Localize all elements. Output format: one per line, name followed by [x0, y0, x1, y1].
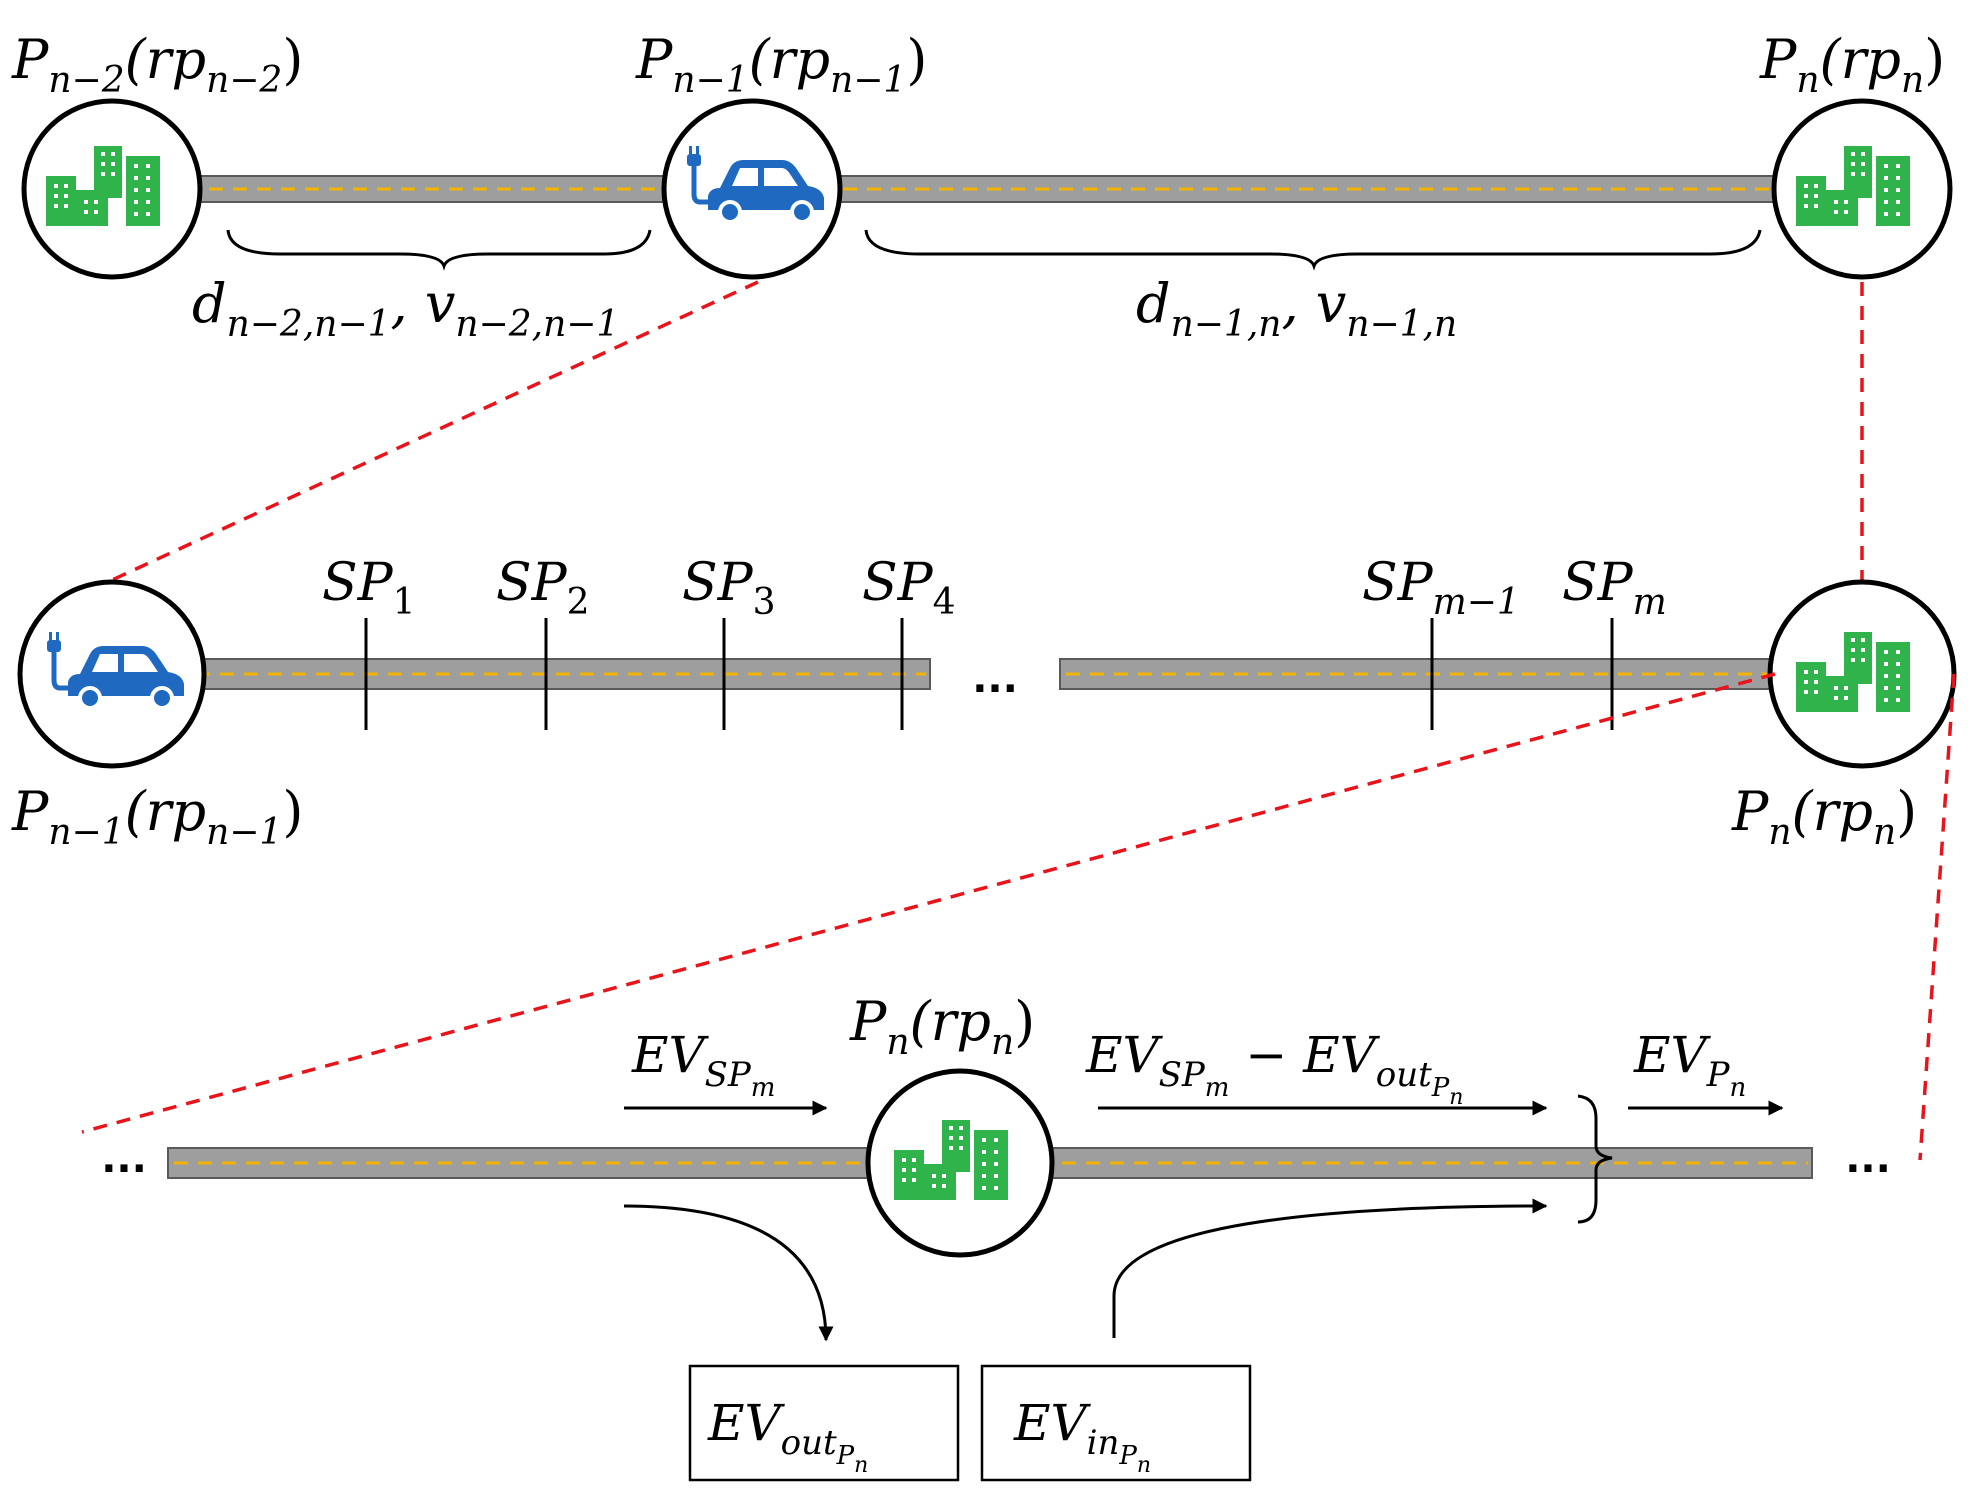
label-ev-in: EVinPn [1013, 1394, 1151, 1478]
label-segment-2: dn−1,n, vn−1,n [1136, 272, 1457, 345]
row-1-route: Pn−2(rpn−2) Pn−1(rpn−1) Pn(rpn) dn−2,n−1… [11, 28, 1953, 345]
label-p-n-row3: Pn(rpn) [849, 990, 1035, 1063]
label-p-n-1: Pn−1(rpn−1) [635, 28, 927, 101]
row-3-node-flows: ... ... Pn(rpn) EVSPm EVSPm − EVoutPn EV… [101, 990, 1891, 1482]
label-ev-spm: EVSPm [631, 1026, 775, 1103]
section-ticks [364, 618, 1614, 730]
node-p-n[interactable] [1771, 98, 1953, 280]
label-p-n: Pn(rpn) [1759, 28, 1945, 101]
box-ev-out[interactable]: EVoutPn [688, 1364, 960, 1482]
label-sp-4: SP4 [862, 553, 956, 623]
node-p-n-1[interactable] [661, 98, 843, 280]
label-segment-1: dn−2,n−1, vn−2,n−1 [192, 272, 619, 345]
label-ev-pn: EVPn [1633, 1026, 1746, 1103]
box-ev-in[interactable]: EVinPn [980, 1364, 1252, 1482]
label-ev-difference: EVSPm − EVoutPn [1085, 1026, 1463, 1110]
node-p-n-2[interactable] [21, 98, 203, 280]
zoom-line-4 [1918, 673, 1956, 1161]
merge-brace [1577, 1094, 1613, 1224]
zoom-line-3 [81, 672, 1776, 1134]
brace-segment-1 [226, 229, 652, 271]
label-p-n-1-row2: Pn−1(rpn−1) [11, 780, 303, 853]
road-ellipsis: ... [972, 656, 1018, 702]
label-sp-m-1: SPm−1 [1362, 553, 1520, 623]
arrow-on-ramp [1112, 1198, 1548, 1338]
label-ev-out: EVoutPn [707, 1394, 868, 1478]
label-p-n-2: Pn−2(rpn−2) [11, 28, 303, 101]
node-p-n-flow[interactable] [865, 1068, 1055, 1258]
arrow-off-ramp [623, 1204, 834, 1342]
road-ellipsis-right: ... [1845, 1136, 1891, 1182]
label-sp-m: SPm [1562, 553, 1667, 623]
road-ellipsis-left: ... [101, 1136, 147, 1182]
brace-segment-2 [864, 229, 1762, 271]
node-p-n-detail[interactable] [1767, 579, 1957, 769]
row-2-segment-detail: ... SP1 SP2 SP3 SP4 SPm−1 SPm Pn−1(rpn−1… [11, 553, 1957, 853]
label-p-n-row2: Pn(rpn) [1731, 780, 1917, 853]
label-sp-3: SP3 [682, 553, 776, 623]
node-p-n-1-detail[interactable] [17, 579, 207, 769]
road-section-right [1059, 658, 1781, 690]
label-sp-1: SP1 [322, 553, 416, 623]
label-sp-2: SP2 [496, 553, 590, 623]
